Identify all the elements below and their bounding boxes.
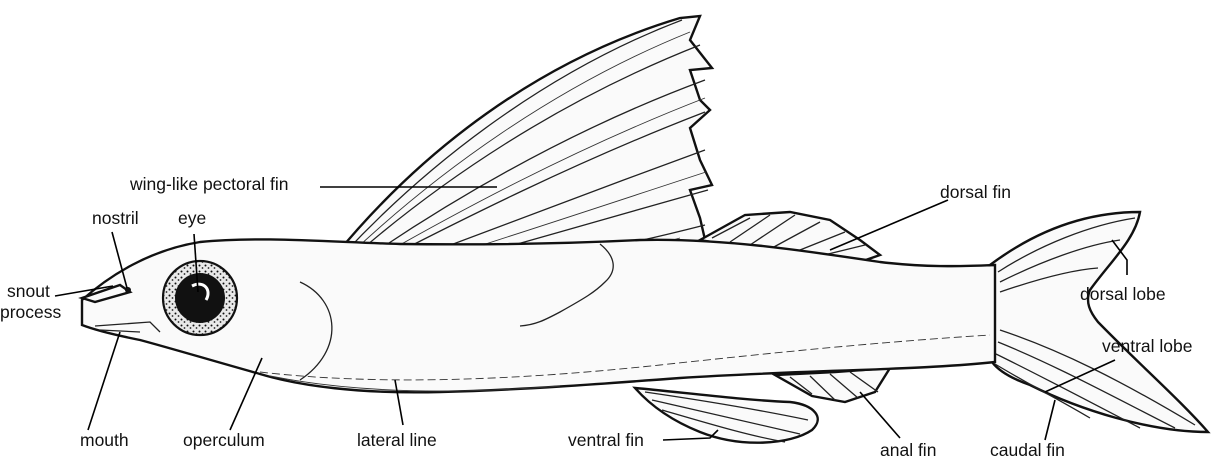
label-mouth: mouth <box>80 430 129 450</box>
leader-dorsal-fin <box>830 200 948 250</box>
label-anal-fin: anal fin <box>880 440 936 460</box>
label-snout: snout <box>7 281 50 301</box>
label-dorsal-lobe: dorsal lobe <box>1080 284 1166 304</box>
leader-caudal-fin <box>1045 400 1055 440</box>
ventral-fin-shape <box>635 388 818 443</box>
label-dorsal-fin: dorsal fin <box>940 182 1011 202</box>
label-ventral-lobe: ventral lobe <box>1102 336 1192 356</box>
nostril-mark <box>125 287 131 293</box>
label-ventral-fin: ventral fin <box>568 430 644 450</box>
label-operculum: operculum <box>183 430 265 450</box>
label-caudal-fin: caudal fin <box>990 440 1065 460</box>
caudal-fin-shape <box>990 212 1208 432</box>
label-wing-pectoral-fin: wing-like pectoral fin <box>129 174 289 194</box>
label-eye: eye <box>178 208 206 228</box>
label-lateral-line: lateral line <box>357 430 437 450</box>
leader-mouth <box>88 332 120 430</box>
leader-anal-fin <box>860 392 900 438</box>
label-process: process <box>0 302 62 322</box>
eye-graphic <box>163 261 237 335</box>
label-nostril: nostril <box>92 208 139 228</box>
